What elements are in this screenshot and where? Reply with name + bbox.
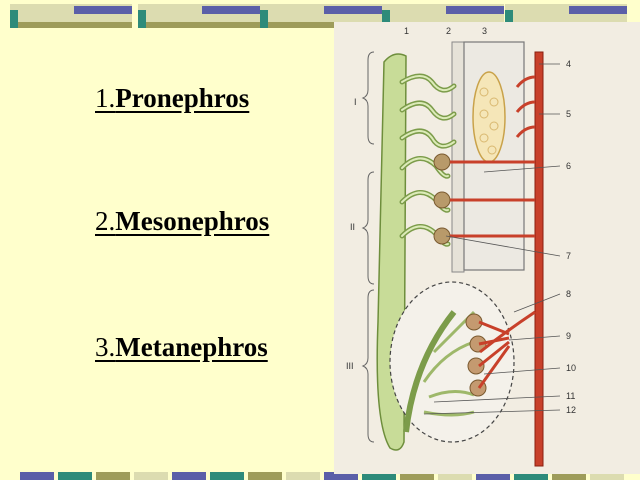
label-12: 12: [566, 405, 576, 415]
section-braces: [361, 51, 375, 443]
bottom-bar-block: [58, 472, 92, 480]
label-3: 3: [482, 26, 487, 36]
ureteric-bud: [403, 310, 457, 433]
list-item-metanephros: 3.Metanephros: [95, 332, 268, 363]
label-2: 2: [446, 26, 451, 36]
label-7: 7: [566, 251, 571, 261]
top-bar-block: [260, 4, 382, 28]
bottom-bar-block: [514, 472, 548, 480]
item-name: Metanephros: [115, 332, 268, 362]
section-label-iii: III: [346, 361, 354, 371]
bottom-bar-block: [590, 472, 624, 480]
section-label-ii: II: [350, 222, 355, 232]
leader-lines: [423, 63, 561, 415]
bottom-bar-block: [552, 472, 586, 480]
item-name: Mesonephros: [115, 206, 270, 236]
bottom-bar-block: [134, 472, 168, 480]
label-8: 8: [566, 289, 571, 299]
item-name: Pronephros: [115, 83, 250, 113]
list-item-pronephros: 1.Pronephros: [95, 83, 249, 114]
section-label-i: I: [354, 97, 357, 107]
bottom-bar-block: [172, 472, 206, 480]
item-number: 3.: [95, 332, 116, 362]
glomus-loops: [479, 87, 499, 155]
list-item-mesonephros: 2.Mesonephros: [95, 206, 269, 237]
bottom-bar-block: [400, 472, 434, 480]
kidney-development-figure: 1 2 3 4 5 6 7 8 9 10 11 12 I II III: [334, 22, 640, 474]
glomus: [472, 71, 506, 163]
top-bar-block: [10, 4, 132, 28]
label-6: 6: [566, 161, 571, 171]
bottom-bar-block: [438, 472, 472, 480]
bottom-bar-block: [20, 472, 54, 480]
bottom-bar-block: [362, 472, 396, 480]
label-1: 1: [404, 26, 409, 36]
aorta: [534, 51, 544, 467]
bottom-bar-block: [286, 472, 320, 480]
label-11: 11: [566, 391, 575, 401]
bottom-bar-block: [324, 472, 358, 480]
top-bar-block: [138, 4, 260, 28]
bottom-bar-block: [248, 472, 282, 480]
bottom-decorative-bar: [0, 472, 640, 480]
bottom-bar-block: [210, 472, 244, 480]
label-4: 4: [566, 59, 571, 69]
bottom-bar-block: [96, 472, 130, 480]
glomeruli: [433, 153, 451, 245]
label-9: 9: [566, 331, 571, 341]
label-5: 5: [566, 109, 571, 119]
segmental-arteries: [450, 75, 536, 389]
label-10: 10: [566, 363, 576, 373]
item-number: 2.: [95, 206, 116, 236]
item-number: 1.: [95, 83, 116, 113]
bottom-bar-block: [476, 472, 510, 480]
